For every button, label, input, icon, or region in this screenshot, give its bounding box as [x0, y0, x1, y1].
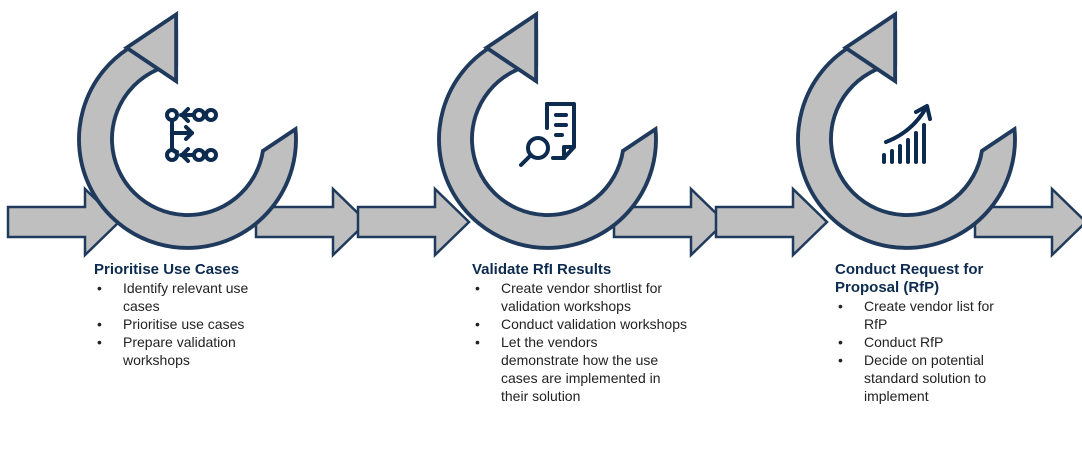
- stage-2-title: Validate RfI Results: [472, 261, 612, 278]
- stage-1-list: Identify relevant use cases Prioritise u…: [94, 279, 284, 369]
- stage-2-list: Create vendor shortlist for validation w…: [472, 279, 692, 405]
- stage-3-title: Conduct Request for Proposal (RfP): [835, 261, 984, 296]
- stage-3: Conduct Request for Proposal (RfP) Creat…: [835, 261, 1035, 405]
- cycle-ring-3: [796, 10, 1017, 250]
- flow-arrow-5: [714, 187, 829, 257]
- stage-1-item-3: Prepare validation workshops: [94, 333, 284, 369]
- stage-2-item-2: Conduct validation workshops: [472, 315, 692, 333]
- stage-3-item-2: Conduct RfP: [835, 333, 1010, 351]
- stage-3-item-3: Decide on potential standard solution to…: [835, 351, 1010, 405]
- cycle-ring-1: [77, 10, 298, 250]
- stage-1-item-1: Identify relevant use cases: [94, 279, 284, 315]
- stage-2-item-3: Let the vendors demonstrate how the use …: [472, 333, 676, 405]
- workflow-arrows-icon: [165, 107, 218, 163]
- cycle-ring-2: [437, 10, 658, 250]
- stage-1: Prioritise Use Cases Identify relevant u…: [94, 261, 304, 369]
- stage-2-item-1: Create vendor shortlist for validation w…: [472, 279, 692, 315]
- stage-1-title: Prioritise Use Cases: [94, 261, 240, 278]
- flow-arrow-3: [356, 187, 471, 257]
- growth-chart-icon: [882, 104, 932, 164]
- stage-3-item-1: Create vendor list for RfP: [835, 297, 1010, 333]
- stage-2: Validate RfI Results Create vendor short…: [472, 261, 702, 405]
- stage-3-list: Create vendor list for RfP Conduct RfP D…: [835, 297, 1010, 405]
- document-search-icon: [519, 102, 576, 167]
- stage-1-item-2: Prioritise use cases: [94, 315, 284, 333]
